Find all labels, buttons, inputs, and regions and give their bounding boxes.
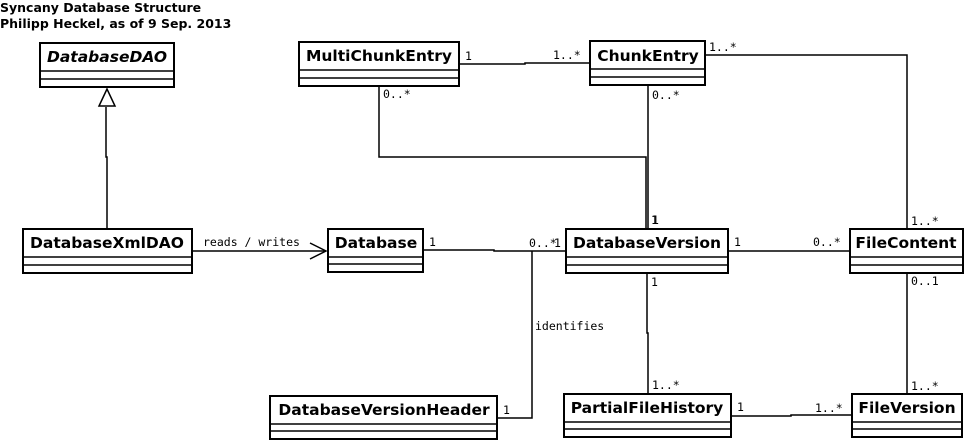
class-name: ChunkEntry	[597, 47, 699, 65]
pfh-fv-association	[731, 414, 852, 417]
diagram-title: Syncany Database Structure	[0, 0, 201, 15]
multiplicity-label: 1	[503, 403, 510, 417]
multiplicity-label: 1..*	[911, 214, 939, 228]
multiplicity-label: 1..*	[709, 40, 737, 54]
class-multi-chunk-entry[interactable]: MultiChunkEntry	[298, 41, 460, 87]
class-name: DatabaseXmlDAO	[30, 234, 184, 252]
multiplicity-label: 1	[734, 235, 741, 249]
class-database-xml-dao[interactable]: DatabaseXmlDAO	[22, 228, 193, 274]
multiplicity-label: 1	[465, 49, 472, 63]
multiplicity-label: 1	[429, 235, 436, 249]
ce-fc-association	[705, 54, 908, 229]
inheritance-arrow-icon	[97, 87, 117, 107]
class-database[interactable]: Database	[327, 228, 424, 273]
class-chunk-entry[interactable]: ChunkEntry	[589, 40, 706, 86]
multiplicity-label: 1..*	[553, 48, 581, 62]
class-name: DatabaseVersionHeader	[278, 401, 490, 419]
mce-dv-association	[378, 86, 647, 229]
class-name: PartialFileHistory	[571, 399, 724, 417]
mce-ce-association	[459, 62, 590, 65]
identifies-label: identifies	[535, 319, 604, 333]
class-database-dao[interactable]: DatabaseDAO	[39, 42, 175, 88]
class-name: MultiChunkEntry	[306, 47, 452, 65]
multiplicity-label: 0..*	[813, 235, 841, 249]
class-database-version-header[interactable]: DatabaseVersionHeader	[269, 395, 498, 440]
multiplicity-label: 1	[737, 400, 744, 414]
multiplicity-label: 0..1	[911, 274, 939, 288]
diagram-subtitle: Philipp Heckel, as of 9 Sep. 2013	[0, 16, 231, 31]
multiplicity-label: 1	[651, 275, 658, 289]
multiplicity-label: 0..*	[529, 236, 557, 250]
inheritance-line	[105, 107, 108, 229]
class-database-version[interactable]: DatabaseVersion	[565, 228, 729, 274]
class-name: FileContent	[855, 234, 957, 252]
class-partial-file-history[interactable]: PartialFileHistory	[563, 393, 732, 438]
dvh-dv-association	[497, 251, 533, 419]
multiplicity-label: 1..*	[911, 379, 939, 393]
class-file-content[interactable]: FileContent	[849, 228, 964, 274]
open-arrow-icon	[309, 242, 328, 260]
class-file-version[interactable]: FileVersion	[851, 393, 963, 438]
dv-pfh-association	[646, 273, 649, 394]
class-name: DatabaseVersion	[573, 234, 721, 252]
class-name: FileVersion	[858, 399, 955, 417]
multiplicity-label: 1..*	[815, 401, 843, 415]
reads-writes-label: reads / writes	[203, 235, 300, 249]
db-dv-association	[423, 249, 566, 252]
multiplicity-label: 0..*	[652, 88, 680, 102]
class-name: DatabaseDAO	[47, 48, 167, 66]
multiplicity-label: 0..*	[383, 87, 411, 101]
multiplicity-label: 1	[652, 213, 659, 227]
multiplicity-label: 1..*	[652, 378, 680, 392]
multiplicity-label: 1	[554, 236, 561, 250]
class-name: Database	[335, 234, 418, 252]
multiplicity-label: 1	[651, 213, 658, 227]
